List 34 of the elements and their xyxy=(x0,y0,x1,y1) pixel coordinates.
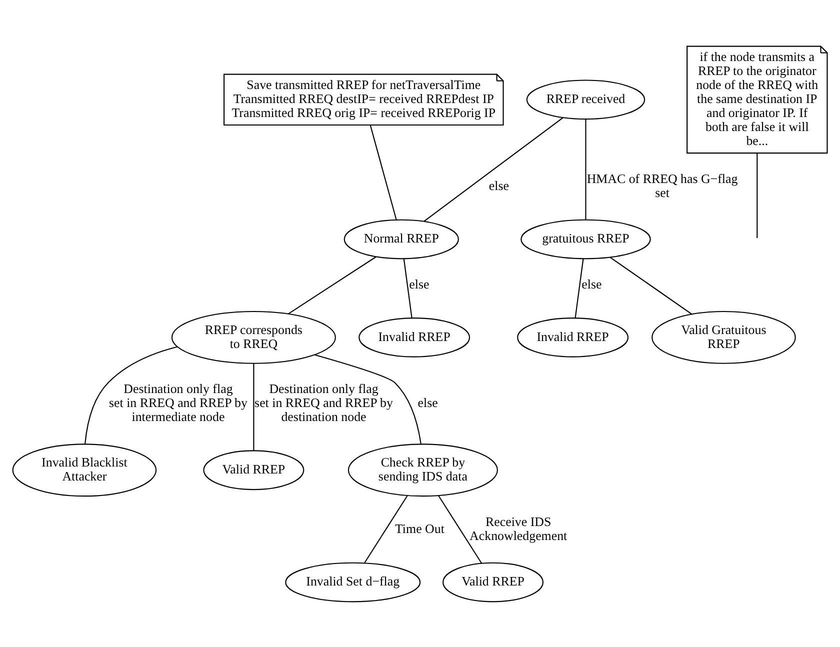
edge-label: else xyxy=(488,177,509,192)
node-ellipse: Valid Gratuitous RREP xyxy=(652,310,796,364)
node-ellipse: Invalid Blacklist Attacker xyxy=(12,443,157,496)
node-ellipse: RREP corresponds to RREQ xyxy=(171,310,336,364)
edge-label: else xyxy=(582,276,602,291)
connector xyxy=(84,346,178,444)
node-ellipse: Valid RREP xyxy=(442,562,544,602)
node-ellipse: gratuitous RREP xyxy=(520,218,651,259)
connector xyxy=(253,362,254,450)
connector xyxy=(756,152,758,238)
connector xyxy=(364,494,408,563)
connector xyxy=(288,256,376,314)
connector xyxy=(403,258,412,318)
edge-label: HMAC of RREQ has G−flag set xyxy=(586,170,738,200)
edge-label: else xyxy=(418,394,438,410)
connector xyxy=(370,124,397,220)
node-ellipse: Invalid RREP xyxy=(517,317,629,357)
edge-label: Destination only flag set in RREQ and RREP by destination node xyxy=(254,380,393,424)
edge-label: Destination only flag set in RREQ and RREP by intermediate node xyxy=(109,380,248,424)
edge-label: Time Out xyxy=(394,520,444,536)
node-ellipse: Normal RREP xyxy=(344,218,459,259)
connector xyxy=(610,256,692,314)
node-ellipse: Invalid Set d−flag xyxy=(285,562,421,602)
node-ellipse: Check RREP by sending IDS data xyxy=(348,443,498,496)
edge-label: Receive IDS Acknowledgement xyxy=(470,513,568,542)
edge-label: else xyxy=(409,276,430,291)
node-ellipse: RREP received xyxy=(526,79,646,120)
node-ellipse: Valid RREP xyxy=(203,450,304,490)
connector xyxy=(585,118,586,220)
connector xyxy=(574,258,584,318)
connector xyxy=(424,116,564,222)
connector xyxy=(438,494,482,564)
connector xyxy=(314,354,422,444)
node-ellipse: Invalid RREP xyxy=(358,317,470,357)
